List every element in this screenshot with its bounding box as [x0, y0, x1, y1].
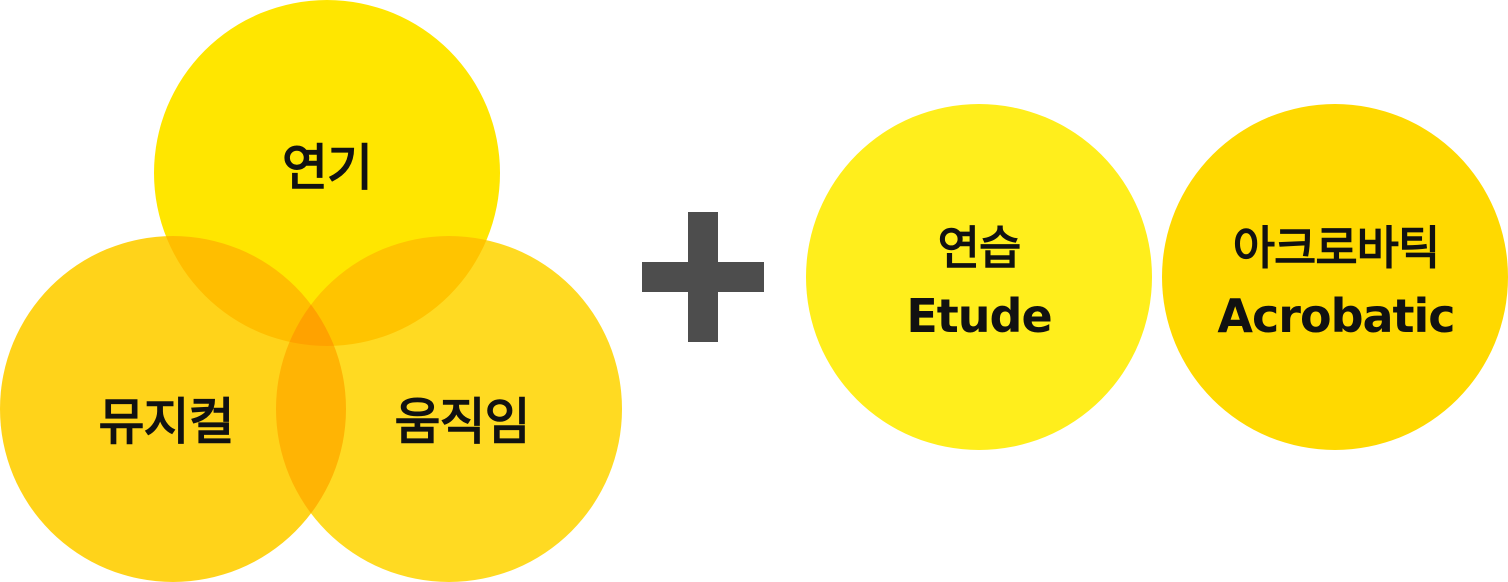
label-acrobatic: 아크로바틱 Acrobatic — [1217, 214, 1455, 350]
venn-label-movement: 움직임 — [394, 393, 531, 451]
label-acrobatic-english: Acrobatic — [1217, 289, 1455, 343]
label-etude: 연습 Etude — [906, 214, 1052, 350]
circle-acrobatic — [1162, 104, 1508, 450]
label-acrobatic-korean: 아크로바틱 — [1232, 221, 1441, 275]
plus-icon-vertical-bar — [688, 212, 718, 342]
venn-label-acting: 연기 — [282, 139, 373, 197]
circle-etude — [806, 104, 1152, 450]
venn-circle-movement — [276, 236, 622, 582]
venn-label-musical: 뮤지컬 — [98, 393, 235, 451]
label-etude-korean: 연습 — [937, 221, 1022, 275]
plus-icon — [642, 212, 764, 342]
label-etude-english: Etude — [906, 289, 1052, 343]
